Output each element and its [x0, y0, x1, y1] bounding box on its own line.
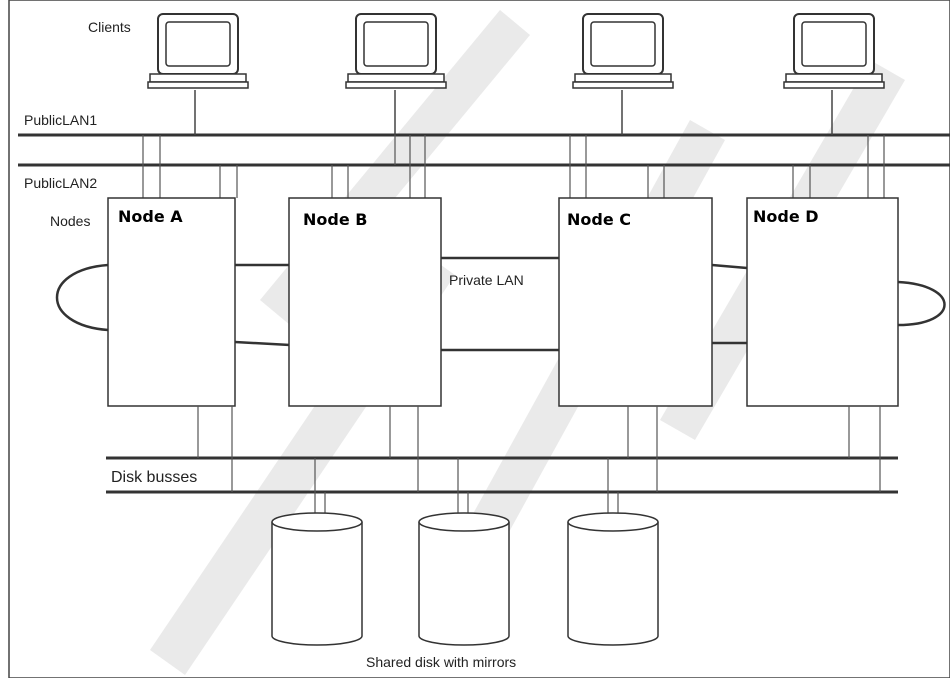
node-c-box [558, 197, 713, 407]
disk-cylinder-icon [418, 512, 510, 646]
shared-disks [271, 512, 659, 646]
node-bus-connections [197, 406, 881, 492]
node-d-box [746, 197, 899, 407]
node-b-box [288, 197, 442, 407]
private-lan-label: Private LAN [449, 272, 524, 288]
computer-monitor-icon [783, 13, 885, 89]
node-lan-connections [142, 135, 885, 198]
clients-group [147, 13, 885, 89]
computer-monitor-icon [147, 13, 249, 89]
node-b-label: Node B [303, 210, 367, 229]
nodes-label: Nodes [50, 213, 90, 229]
shared-disk-label: Shared disk with mirrors [366, 654, 516, 670]
node-a-box [107, 197, 236, 407]
node-c-label: Node C [567, 210, 631, 229]
public-lan2-label: PublicLAN2 [24, 175, 97, 191]
public-lan1-label: PublicLAN1 [24, 112, 97, 128]
client-drops [194, 90, 833, 135]
node-d-label: Node D [753, 207, 819, 226]
private-lan-ring [55, 256, 946, 352]
disk-cylinder-icon [271, 512, 363, 646]
disk-cylinder-icon [567, 512, 659, 646]
computer-monitor-icon [345, 13, 447, 89]
computer-monitor-icon [572, 13, 674, 89]
clients-label: Clients [88, 19, 131, 35]
disk-busses-label: Disk busses [111, 469, 197, 486]
node-a-label: Node A [118, 207, 183, 226]
node-boxes [107, 197, 899, 407]
disk-bus-connections [314, 458, 619, 516]
